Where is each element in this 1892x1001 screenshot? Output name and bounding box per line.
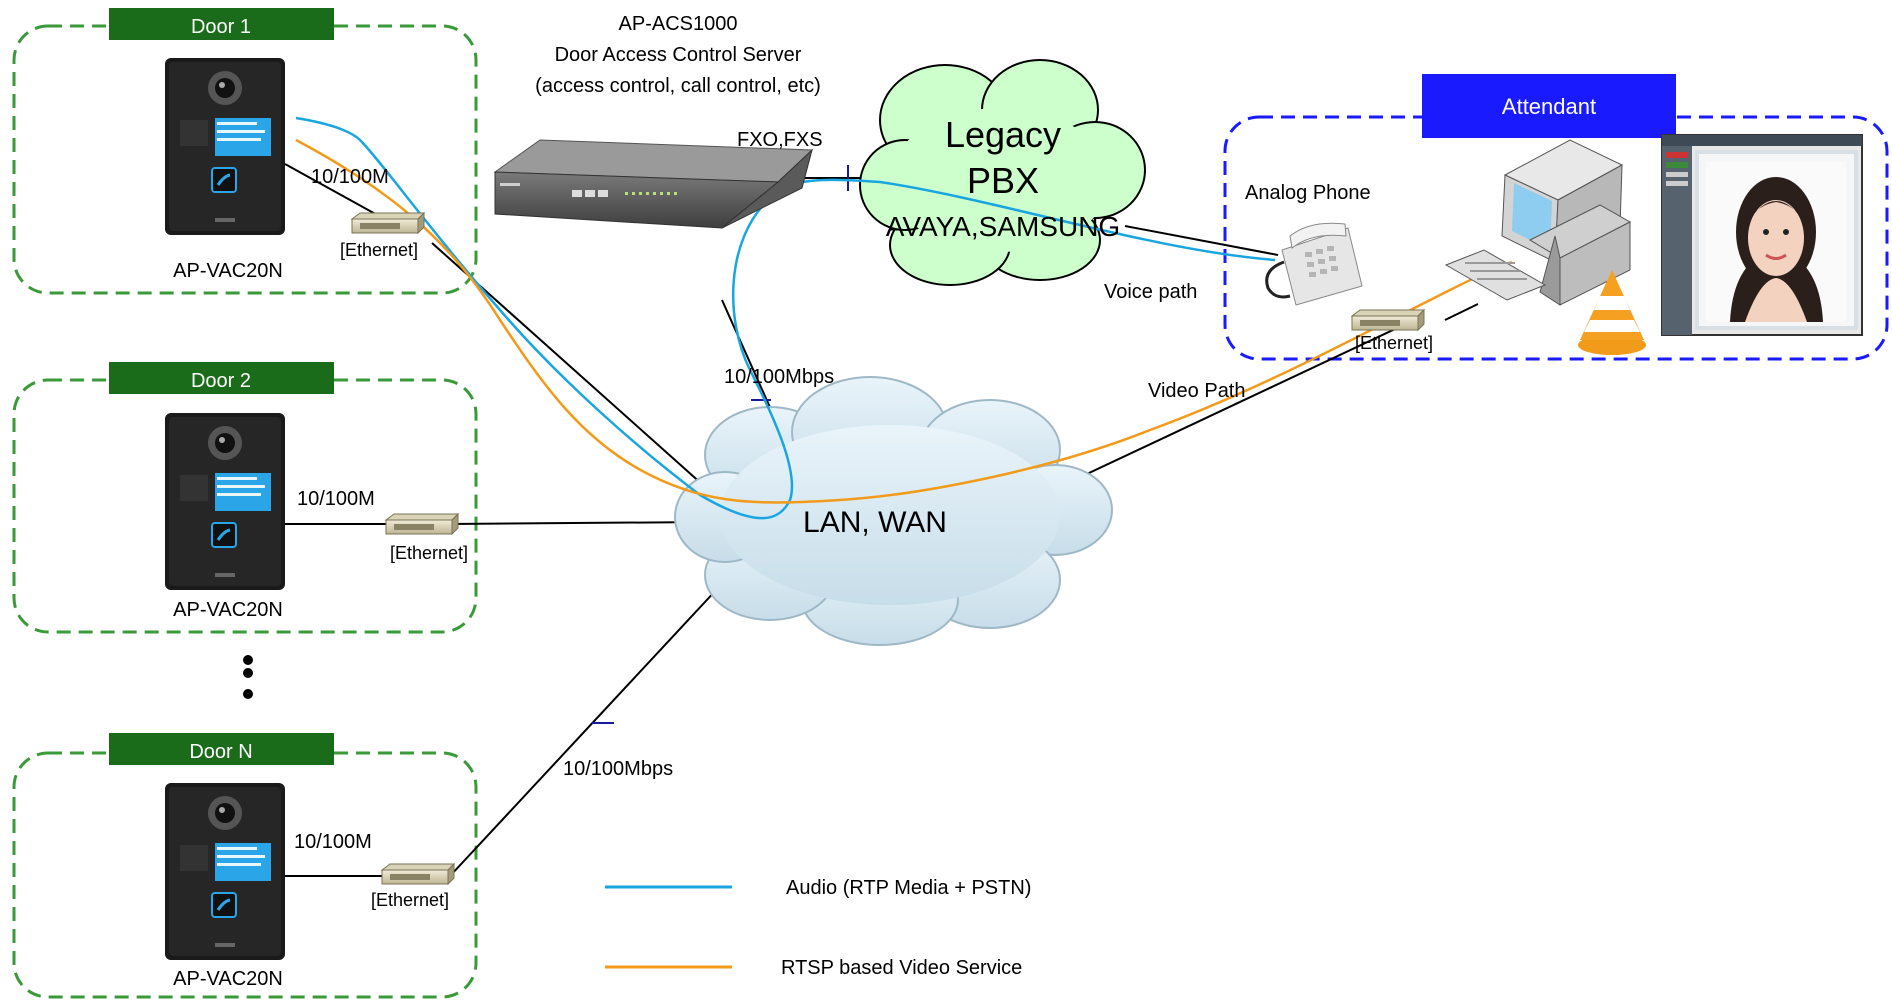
door-2-group (12, 378, 478, 634)
pbx-line1-label: Legacy (945, 114, 1061, 155)
voice-path-label: Voice path (1104, 281, 1197, 303)
door-n-intercom-icon (165, 783, 285, 960)
attendant-header (1422, 74, 1676, 138)
door-2-header-label: Door 2 (191, 370, 251, 392)
door-n-header (109, 733, 334, 765)
server-model-label: AP-ACS1000 (619, 13, 738, 35)
audio-path-line (295, 116, 1276, 520)
legend: Audio (RTP Media + PSTN) RTSP based Vide… (605, 877, 1031, 979)
door-1-switch-label: [Ethernet] (340, 240, 418, 260)
legend-video-label: RTSP based Video Service (781, 957, 1022, 979)
person-photo-icon (1706, 162, 1846, 322)
door-2-device-label: AP-VAC20N (173, 599, 283, 621)
door-n-uplink-label: 10/100Mbps (563, 758, 673, 780)
door-n-device-label: AP-VAC20N (173, 968, 283, 990)
door-1-device-label: AP-VAC20N (173, 260, 283, 282)
server-uplink-label: 10/100Mbps (724, 366, 834, 388)
door-1-link-label: 10/100M (311, 166, 389, 188)
attendant-uplink-line (1054, 321, 1411, 490)
door-1-intercom-icon (165, 58, 285, 235)
door-n-switch-icon (380, 862, 456, 886)
door-n-switch-label: [Ethernet] (371, 890, 449, 910)
doorn-uplink-line (449, 587, 719, 877)
attendant-switch-icon (1350, 308, 1426, 332)
door-2-intercom-icon (165, 413, 285, 590)
more-doors-dots (243, 655, 253, 699)
desktop-computer-icon (1444, 139, 1632, 306)
attendant-header-label: Attendant (1502, 94, 1596, 119)
door-2-switch-icon (384, 512, 460, 536)
attendant-switch-label: [Ethernet] (1355, 333, 1433, 353)
door-n-header-label: Door N (189, 741, 252, 763)
legend-audio-label: Audio (RTP Media + PSTN) (786, 877, 1031, 899)
video-path-label: Video Path (1148, 380, 1246, 402)
analog-phone-label: Analog Phone (1245, 182, 1371, 204)
door-n-group (12, 751, 478, 999)
pbx-line3-label: AVAYA,SAMSUNG (886, 211, 1120, 242)
door2-uplink-line (449, 521, 709, 525)
server-subtitle-label: (access control, call control, etc) (535, 75, 821, 97)
analog-phone-icon (1265, 222, 1363, 306)
pbx-line2-label: PBX (967, 160, 1039, 201)
legacy-pbx-cloud (859, 59, 1146, 286)
pbx-phone-line (1124, 225, 1279, 256)
door-2-header (109, 362, 334, 394)
fxo-label: FXO,FXS (737, 129, 823, 151)
lan-wan-cloud (674, 376, 1113, 646)
door1-link-line (284, 163, 391, 223)
door-2-switch-label: [Ethernet] (390, 543, 468, 563)
door-n-link-label: 10/100M (294, 831, 372, 853)
pc-switch-line (1444, 303, 1479, 321)
door-2-link-label: 10/100M (297, 488, 375, 510)
door-1-switch-icon (350, 211, 426, 235)
server-title-label: Door Access Control Server (555, 44, 802, 66)
door-1-header-label: Door 1 (191, 16, 251, 38)
vlc-cone-icon (1578, 270, 1646, 355)
lan-wan-label: LAN, WAN (803, 506, 947, 539)
door-1-header (109, 8, 334, 40)
server-appliance-icon (493, 139, 814, 229)
